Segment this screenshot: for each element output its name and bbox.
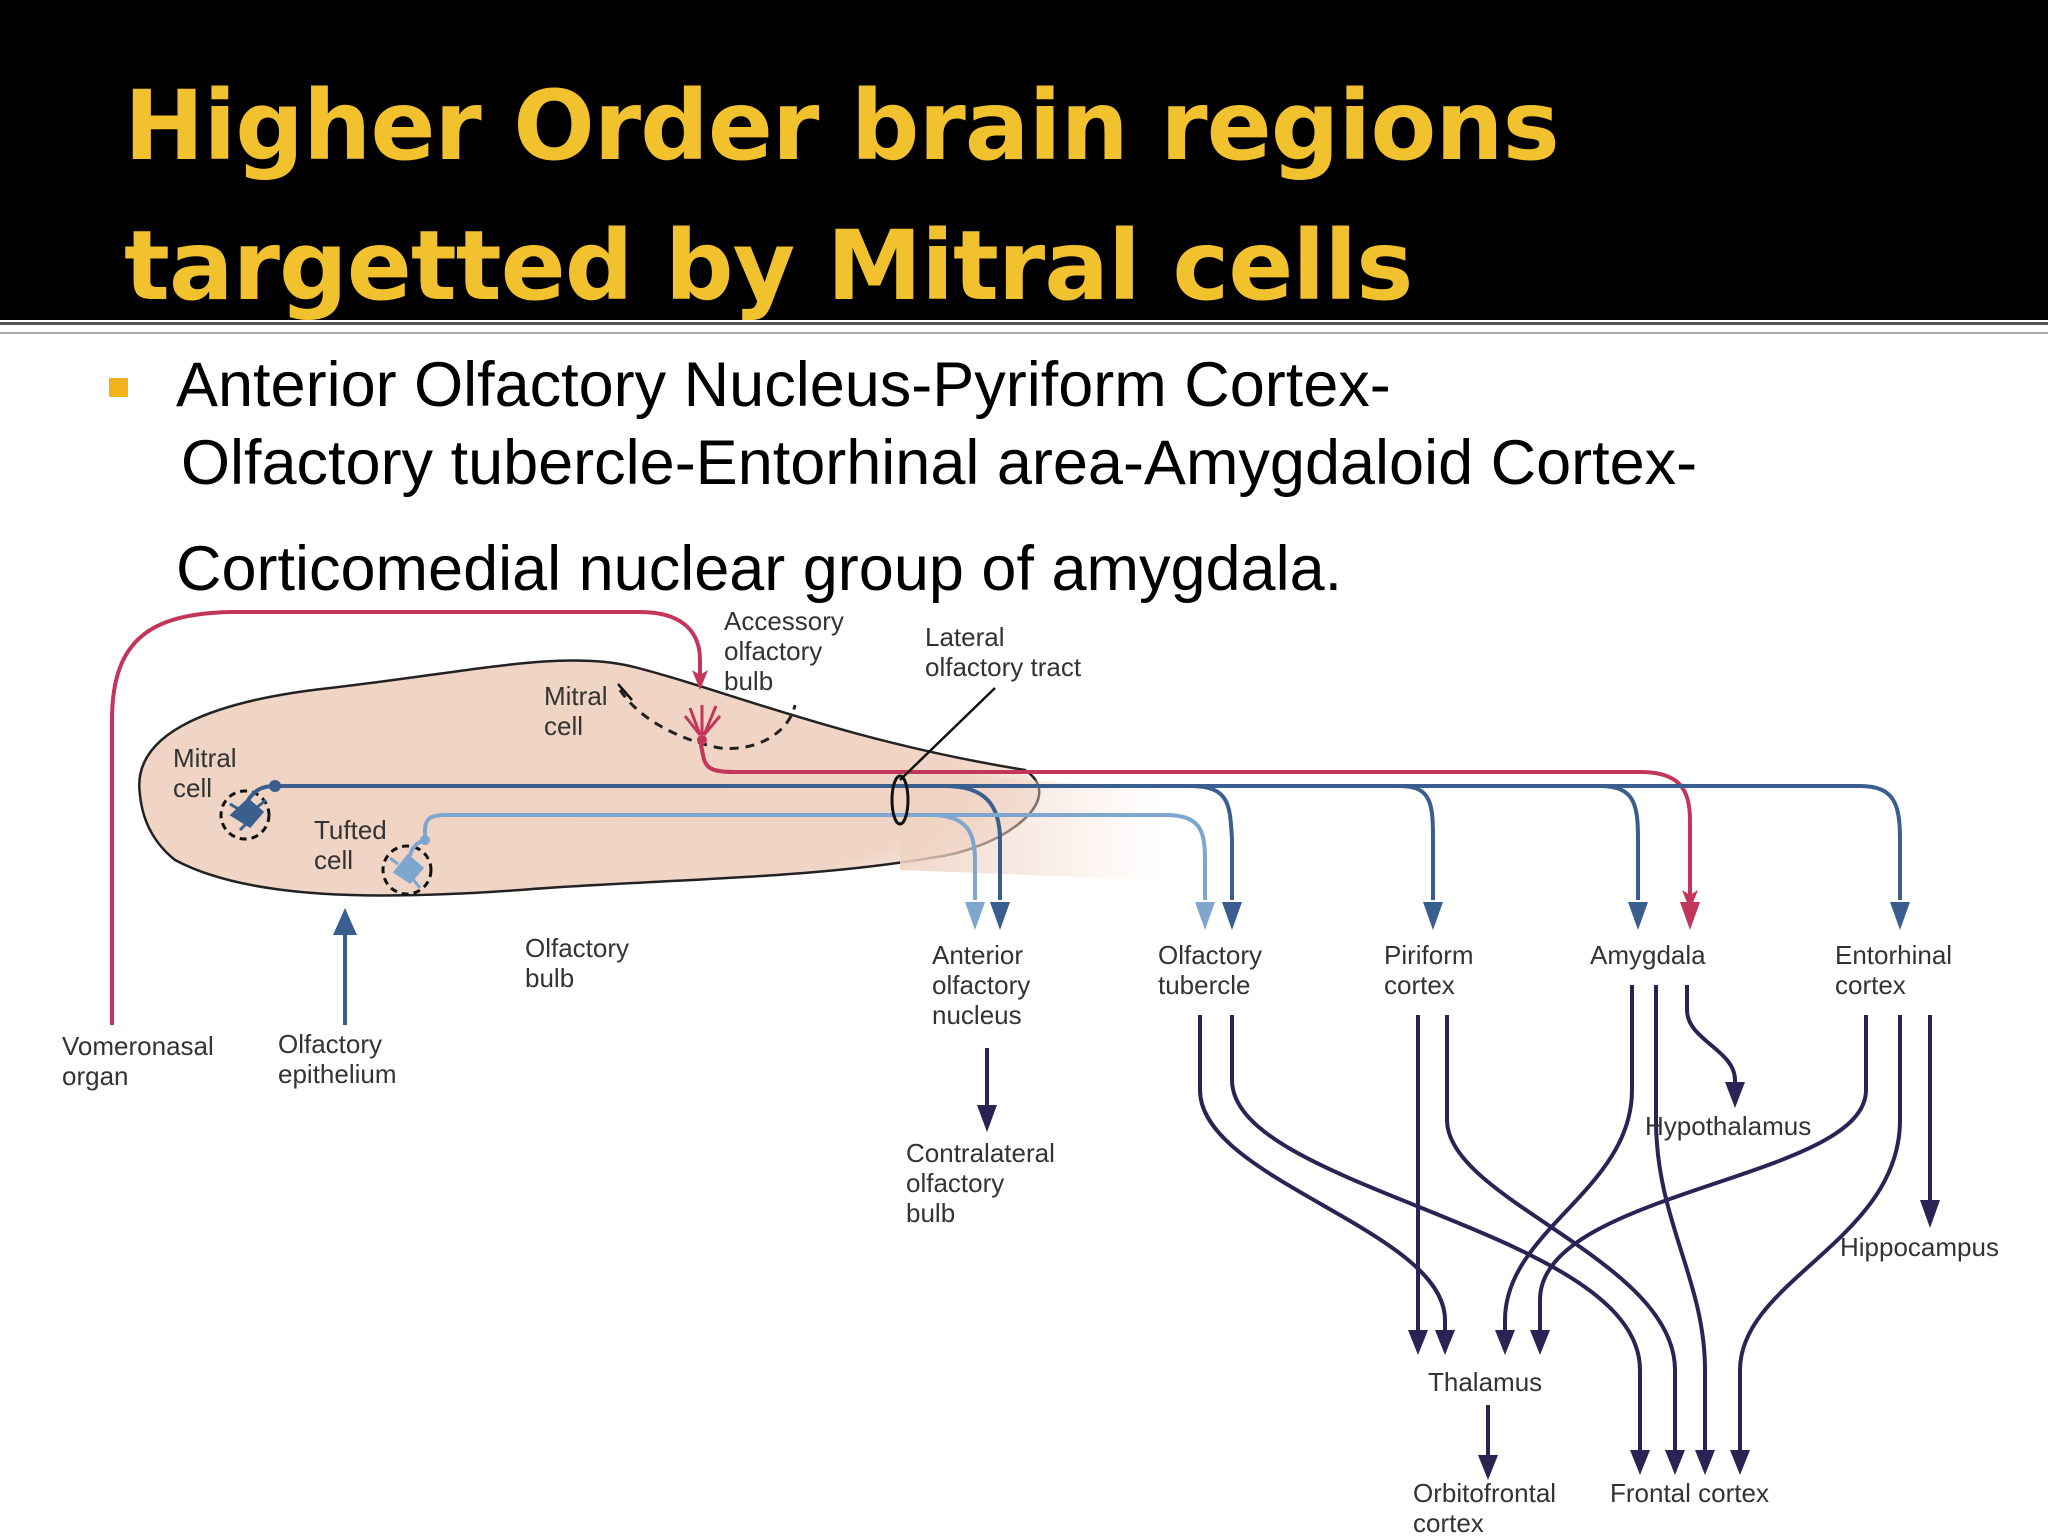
- mitral-cell-icon: [219, 780, 281, 841]
- label-orbitofrontal-cortex: Orbitofrontal cortex: [1413, 1478, 1563, 1536]
- arrowhead-to-piriform: [1423, 902, 1443, 930]
- vomeronasal-pathway: [110, 610, 708, 1025]
- bullet-line-2: Olfactory tubercle-Entorhinal area-Amygd…: [181, 428, 1698, 498]
- label-thalamus: Thalamus: [1428, 1367, 1542, 1397]
- arrowhead-to-entorhinal: [1890, 902, 1910, 930]
- tufted-cell-pathway: [423, 813, 1207, 900]
- bullet-line-3: Corticomedial nuclear group of amygdala.: [176, 534, 1343, 604]
- lateral-tract-ring: [890, 774, 910, 826]
- amygdala-to-thalamus: [1503, 985, 1634, 1330]
- tufted-cell-icon: [381, 835, 433, 896]
- entorhinal-to-thalamus: [1538, 1015, 1868, 1330]
- arrowhead-thalamus-1: [1435, 1330, 1455, 1355]
- epithelium-arrowhead: [333, 908, 357, 935]
- mitral-arrowheads: [990, 902, 1910, 930]
- arrowhead-frontal-2: [1665, 1450, 1685, 1475]
- mitral-cell-pathway: [275, 784, 1902, 900]
- label-lateral-tract: Lateral olfactory tract: [925, 622, 1082, 682]
- label-mitral-cell-top: Mitral cell: [544, 681, 615, 741]
- arrowhead-to-anterior-nucleus: [990, 902, 1010, 930]
- label-olfactory-epithelium: Olfactory epithelium: [278, 1029, 397, 1089]
- arrowhead-to-amygdala: [1628, 902, 1648, 930]
- arrowhead-frontal-4: [1730, 1450, 1750, 1475]
- arrowhead-tufted-anterior: [965, 902, 985, 930]
- mitral-top-pointer: [617, 683, 633, 701]
- accessory-bulb-outline: [618, 689, 797, 750]
- label-mitral-cell-left: Mitral cell: [173, 743, 244, 803]
- olfactory-tract-glow: [900, 770, 1160, 880]
- lateral-tract-pointer: [899, 687, 996, 781]
- arrowhead-thalamus-4: [1530, 1330, 1550, 1355]
- projection-arrowheads: [1408, 1082, 1940, 1480]
- label-accessory-bulb: Accessory olfactory bulb: [724, 606, 851, 696]
- label-anterior-olfactory-nucleus: Anterior olfactory nucleus: [932, 940, 1038, 1030]
- amygdala-to-frontal: [1654, 985, 1707, 1450]
- tubercle-to-frontal: [1230, 1015, 1642, 1450]
- bullet-square-icon: [109, 378, 128, 397]
- title-divider: [0, 322, 2048, 325]
- arrowhead-thalamus-3: [1495, 1330, 1515, 1355]
- label-contralateral-bulb: Contralateral olfactory bulb: [906, 1138, 1062, 1228]
- arrowhead-hippocampus: [1920, 1200, 1940, 1228]
- label-entorhinal-cortex: Entorhinal cortex: [1835, 940, 1959, 1000]
- arrowhead-to-tubercle: [1222, 902, 1242, 930]
- bullet-line-1: Anterior Olfactory Nucleus-Pyriform Cort…: [176, 350, 1391, 420]
- label-tufted-cell: Tufted cell: [314, 815, 394, 875]
- tubercle-to-thalamus: [1198, 1015, 1447, 1330]
- label-vomeronasal-organ: Vomeronasal organ: [62, 1031, 221, 1091]
- arrowhead-frontal-1: [1630, 1450, 1650, 1475]
- label-piriform-cortex: Piriform cortex: [1384, 940, 1481, 1000]
- label-olfactory-bulb: Olfactory bulb: [525, 933, 636, 993]
- slide-title-line-2: targetted by Mitral cells: [124, 210, 1413, 322]
- label-hypothalamus: Hypothalamus: [1645, 1111, 1811, 1141]
- contralateral-arrowhead: [977, 1105, 997, 1132]
- title-divider-thin: [0, 332, 2048, 334]
- accessory-mitral-cell-icon: [683, 705, 722, 745]
- arrowhead-tufted-tubercle: [1195, 902, 1215, 930]
- label-frontal-cortex: Frontal cortex: [1610, 1478, 1769, 1508]
- slide-title: Higher Order brain regions targetted by …: [124, 56, 1824, 336]
- label-hippocampus: Hippocampus: [1840, 1232, 1999, 1262]
- arrowhead-thalamus-2: [1408, 1330, 1428, 1355]
- bullet-point: Anterior Olfactory Nucleus-Pyriform Cort…: [176, 346, 1996, 608]
- slide-title-line-1: Higher Order brain regions: [124, 70, 1560, 182]
- accessory-to-amygdala-pathway: [698, 739, 1698, 910]
- amygdala-to-hypothalamus: [1685, 985, 1737, 1085]
- piriform-to-frontal: [1445, 1015, 1677, 1450]
- higher-projections: [1198, 985, 1932, 1455]
- label-amygdala: Amygdala: [1590, 940, 1706, 970]
- label-olfactory-tubercle: Olfactory tubercle: [1158, 940, 1269, 1000]
- arrowhead-hypothalamus: [1725, 1082, 1745, 1108]
- arrowhead-red-amygdala: [1680, 902, 1700, 930]
- arrowhead-orbitofrontal: [1478, 1455, 1498, 1480]
- entorhinal-to-frontal: [1738, 1015, 1902, 1450]
- title-bar: [0, 0, 2048, 320]
- arrowhead-frontal-3: [1695, 1450, 1715, 1475]
